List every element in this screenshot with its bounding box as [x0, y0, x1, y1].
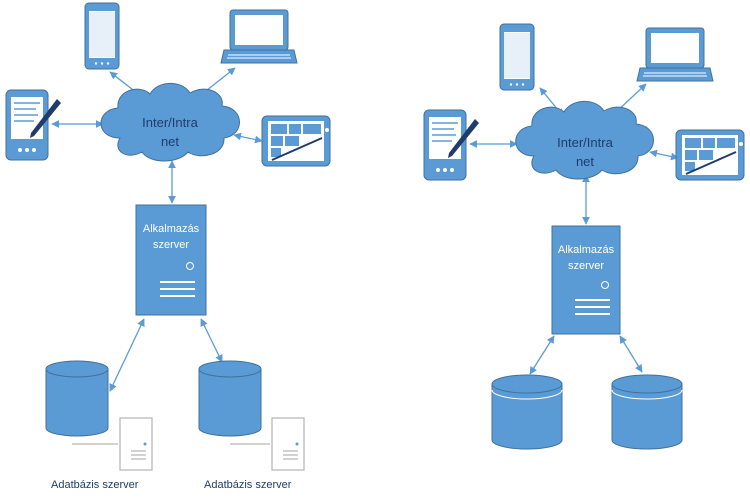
pda-icon — [5, 89, 61, 161]
cloud-icon: Inter/Intra net — [100, 82, 240, 162]
cloud-icon: Inter/Intra net — [515, 100, 654, 180]
laptop-icon — [636, 27, 714, 82]
laptop-icon — [220, 9, 298, 64]
app-server-icon: Alkalmazás szerver — [135, 204, 207, 316]
cloud-label-line2: net — [576, 154, 594, 169]
pda-icon — [423, 109, 479, 181]
connector-appserver-db2 — [200, 318, 223, 363]
smartphone-icon — [499, 23, 535, 91]
cloud-label-line2: net — [161, 134, 179, 149]
db-server-caption-1: Adatbázis szerver — [51, 479, 139, 491]
tablet-icon — [261, 115, 331, 167]
tablet-icon — [675, 129, 745, 181]
database-icon — [611, 374, 683, 450]
database-icon — [198, 360, 262, 437]
tower-server-icon — [230, 417, 305, 471]
db-server-caption-2: Adatbázis szerver — [204, 479, 292, 491]
app-server-label-line2: szerver — [153, 239, 189, 251]
cloud-label-line1: Inter/Intra — [557, 135, 613, 150]
connector-appserver-db2 — [619, 335, 643, 373]
app-server-label-line1: Alkalmazás — [558, 244, 615, 256]
app-server-icon: Alkalmazás szerver — [551, 225, 621, 335]
left-diagram: Inter/Intra net Alkalmazás szerver — [5, 2, 331, 491]
connector-tablet-cloud — [233, 132, 263, 144]
connector-tablet-cloud — [649, 149, 679, 161]
right-diagram: Inter/Intra net Alkalmazás szerver — [423, 23, 745, 450]
connector-appserver-db1 — [109, 318, 145, 392]
smartphone-icon — [84, 2, 120, 70]
app-server-label-line2: szerver — [568, 260, 604, 272]
database-icon — [45, 360, 109, 437]
database-icon — [491, 374, 563, 450]
app-server-label-line1: Alkalmazás — [143, 223, 200, 235]
cloud-label-line1: Inter/Intra — [142, 115, 198, 130]
tower-server-icon — [72, 417, 153, 471]
connector-appserver-db1 — [529, 335, 555, 375]
